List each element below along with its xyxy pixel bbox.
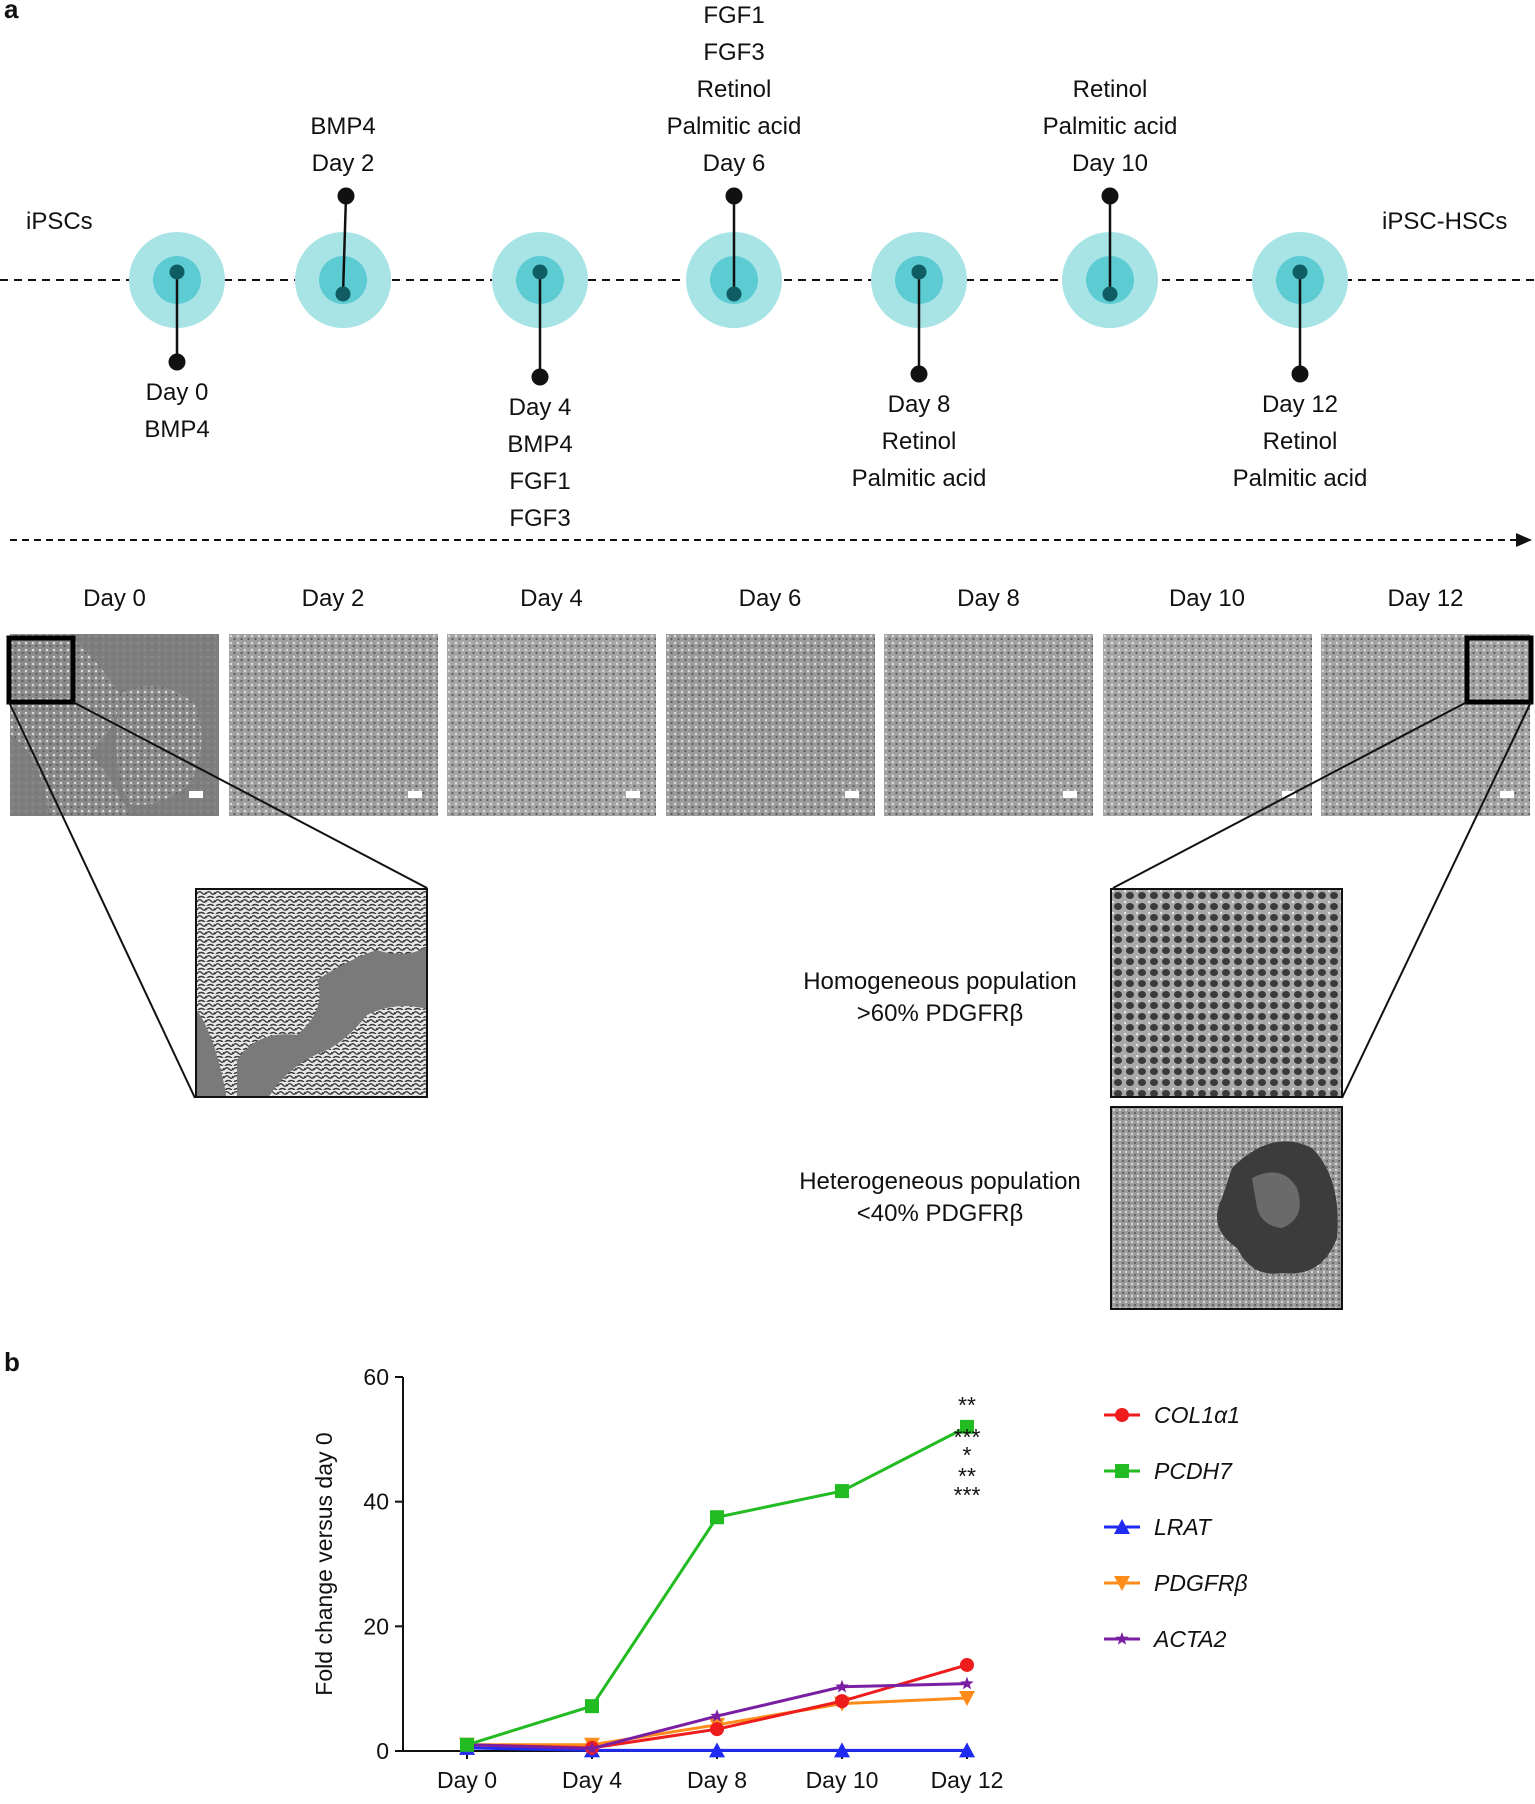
data-point — [835, 1484, 849, 1499]
data-point — [710, 1722, 724, 1737]
significance-1: ** — [958, 1392, 976, 1418]
series-1 — [460, 1419, 974, 1752]
timeline-node-day10 — [1062, 187, 1158, 328]
data-point — [960, 1657, 974, 1672]
scale-bar-4 — [1063, 791, 1077, 798]
y-axis-label: Fold change versus day 0 — [311, 1432, 337, 1695]
y-tick-label: 60 — [363, 1364, 389, 1390]
start-label: iPSCs — [26, 208, 93, 235]
data-point — [710, 1709, 724, 1722]
micrograph-day-label-4: Day 8 — [957, 585, 1020, 612]
significance-0: *** — [954, 1424, 981, 1450]
heterogeneous-label: Heterogeneous population <40% PDGFRβ — [799, 1168, 1081, 1227]
y-tick-label: 0 — [376, 1738, 389, 1764]
micrograph-3 — [665, 634, 875, 816]
data-point — [585, 1699, 599, 1714]
data-point — [835, 1679, 849, 1693]
homogeneous-label: Homogeneous population >60% PDGFRβ — [803, 968, 1077, 1027]
legend-item-2: LRAT — [1104, 1514, 1213, 1540]
data-point — [959, 1691, 975, 1707]
panel-b-label: b — [4, 1347, 20, 1377]
micrograph-0 — [10, 634, 219, 816]
legend-item-4: ACTA2 — [1104, 1626, 1227, 1652]
timeline-node-day6 — [686, 187, 782, 328]
legend-label: LRAT — [1154, 1514, 1213, 1540]
micrograph-day-label-5: Day 10 — [1168, 585, 1246, 612]
end-label: iPSC-HSCs — [1382, 208, 1508, 235]
significance-2: *** — [954, 1482, 981, 1508]
inset-heterogeneous — [1110, 1106, 1343, 1310]
micrograph-day-label-2: Day 4 — [520, 585, 583, 612]
legend-label: COL1α1 — [1154, 1402, 1240, 1428]
data-point — [959, 1742, 975, 1758]
legend-label: ACTA2 — [1152, 1626, 1227, 1652]
micrograph-day-label-6: Day 12 — [1387, 585, 1464, 612]
scale-bar-3 — [844, 791, 859, 798]
x-tick-label: Day 4 — [562, 1767, 622, 1793]
inset-homogeneous — [1110, 888, 1343, 1098]
x-tick-label: Day 8 — [687, 1767, 747, 1793]
y-tick-label: 40 — [363, 1489, 389, 1515]
series-2 — [459, 1739, 975, 1758]
micrograph-day-label-0: Day 0 — [83, 585, 146, 612]
data-point — [960, 1419, 974, 1434]
legend-item-3: PDGFRβ — [1104, 1570, 1248, 1596]
panel-a-label: a — [4, 0, 19, 24]
inset-day0-zoom — [195, 888, 428, 1098]
legend-label: PDGFRβ — [1154, 1570, 1248, 1596]
series-0 — [460, 1657, 974, 1755]
timeline-node-day0 — [129, 232, 225, 371]
y-tick-label: 20 — [363, 1613, 389, 1639]
data-point — [835, 1694, 849, 1709]
data-point — [709, 1742, 725, 1758]
micrograph-4 — [884, 634, 1093, 816]
data-point — [585, 1741, 599, 1755]
timeline — [0, 187, 1535, 386]
micrograph-day-label-1: Day 2 — [301, 585, 365, 612]
scale-bar-1 — [407, 791, 422, 798]
micrograph-5 — [1102, 634, 1312, 816]
micrograph-1 — [228, 634, 438, 816]
series-line — [466, 1425, 968, 1747]
micrograph-2 — [447, 634, 656, 816]
scale-bar-6 — [1500, 791, 1514, 798]
x-tick-label: Day 12 — [931, 1767, 1004, 1793]
scale-bar-0 — [189, 791, 203, 798]
micrograph-day-label-3: Day 6 — [738, 585, 802, 612]
micrograph-6 — [1321, 634, 1530, 816]
zoom-connectors — [6, 635, 1534, 1099]
scale-bar-2 — [626, 791, 640, 798]
x-tick-label: Day 10 — [806, 1767, 879, 1793]
data-point — [460, 1737, 474, 1752]
data-point — [834, 1742, 850, 1758]
timeline-node-day4 — [492, 232, 588, 386]
scale-bar-5 — [1281, 791, 1296, 798]
micrograph-arrow — [10, 533, 1532, 547]
timeline-node-day12 — [1252, 232, 1348, 383]
timeline-node-day8 — [871, 232, 967, 383]
significance-3: ** — [958, 1463, 976, 1489]
legend-label: PCDH7 — [1154, 1458, 1233, 1484]
legend-item-0: COL1α1 — [1104, 1402, 1240, 1428]
data-point — [710, 1510, 724, 1525]
legend-item-1: PCDH7 — [1104, 1458, 1233, 1484]
timeline-node-day2 — [295, 187, 391, 328]
data-point — [960, 1676, 974, 1690]
significance-4: * — [963, 1442, 972, 1468]
x-tick-label: Day 0 — [437, 1767, 497, 1793]
